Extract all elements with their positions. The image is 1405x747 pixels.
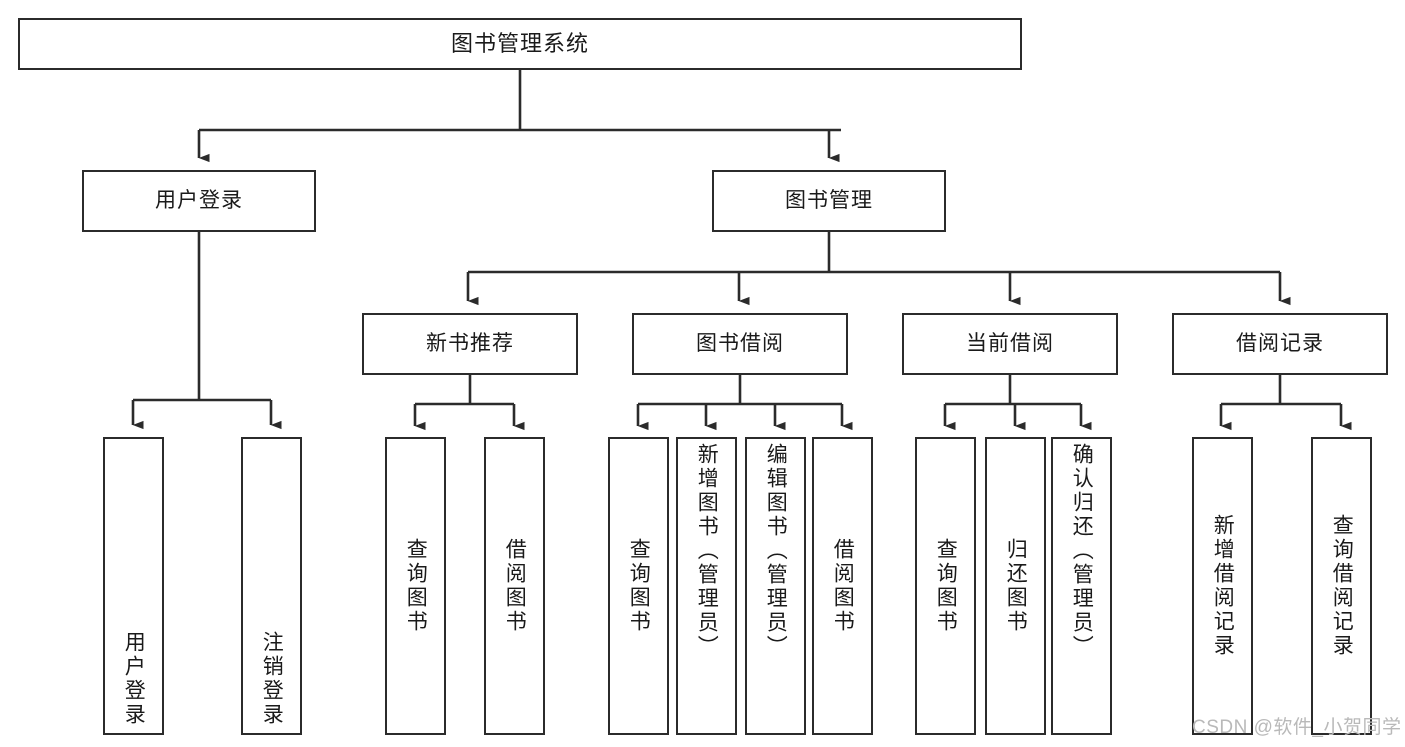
leaf-recommend-borrow-book[interactable]: 借阅图书 xyxy=(484,437,545,735)
node-label: 注销登录 xyxy=(260,631,284,727)
node-label: 图书管理 xyxy=(785,189,873,213)
watermark-text: CSDN @软件_小贺同学 xyxy=(1192,717,1402,738)
leaf-current-query-book[interactable]: 查询图书 xyxy=(915,437,976,735)
leaf-borrow-edit-book-admin[interactable]: 编辑图书（管理员） xyxy=(745,437,806,735)
node-book-borrow[interactable]: 图书借阅 xyxy=(632,313,848,375)
node-user-login[interactable]: 用户登录 xyxy=(82,170,316,232)
leaf-borrow-query-book[interactable]: 查询图书 xyxy=(608,437,669,735)
node-label: 图书借阅 xyxy=(696,332,784,356)
node-new-book-recommend[interactable]: 新书推荐 xyxy=(362,313,578,375)
node-label: 确认归还（管理员） xyxy=(1070,443,1094,659)
node-label: 图书管理系统 xyxy=(450,30,589,56)
leaf-borrow-borrow-book[interactable]: 借阅图书 xyxy=(812,437,873,735)
node-label: 借阅图书 xyxy=(831,538,855,634)
node-label: 用户登录 xyxy=(122,631,146,727)
leaf-user-login-signout[interactable]: 注销登录 xyxy=(241,437,302,735)
node-label: 用户登录 xyxy=(155,189,243,213)
node-label: 新增图书（管理员） xyxy=(695,443,719,659)
leaf-borrow-add-book-admin[interactable]: 新增图书（管理员） xyxy=(676,437,737,735)
leaf-record-add-record[interactable]: 新增借阅记录 xyxy=(1192,437,1253,735)
node-label: 查询图书 xyxy=(934,538,958,634)
node-label: 编辑图书（管理员） xyxy=(764,443,788,659)
node-label: 借阅记录 xyxy=(1236,332,1324,356)
node-label: 当前借阅 xyxy=(966,332,1054,356)
node-borrow-record[interactable]: 借阅记录 xyxy=(1172,313,1388,375)
node-label: 新书推荐 xyxy=(426,332,514,356)
node-label: 查询图书 xyxy=(404,538,428,634)
node-label: 查询借阅记录 xyxy=(1330,514,1354,658)
leaf-recommend-query-book[interactable]: 查询图书 xyxy=(385,437,446,735)
node-label: 新增借阅记录 xyxy=(1211,514,1235,658)
leaf-record-query-record[interactable]: 查询借阅记录 xyxy=(1311,437,1372,735)
leaf-current-return-book[interactable]: 归还图书 xyxy=(985,437,1046,735)
node-label: 查询图书 xyxy=(627,538,651,634)
leaf-current-confirm-return-admin[interactable]: 确认归还（管理员） xyxy=(1051,437,1112,735)
node-root-system[interactable]: 图书管理系统 xyxy=(18,18,1022,70)
node-current-borrow[interactable]: 当前借阅 xyxy=(902,313,1118,375)
leaf-user-login-signin[interactable]: 用户登录 xyxy=(103,437,164,735)
node-book-management[interactable]: 图书管理 xyxy=(712,170,946,232)
node-label: 借阅图书 xyxy=(503,538,527,634)
node-label: 归还图书 xyxy=(1004,538,1028,634)
